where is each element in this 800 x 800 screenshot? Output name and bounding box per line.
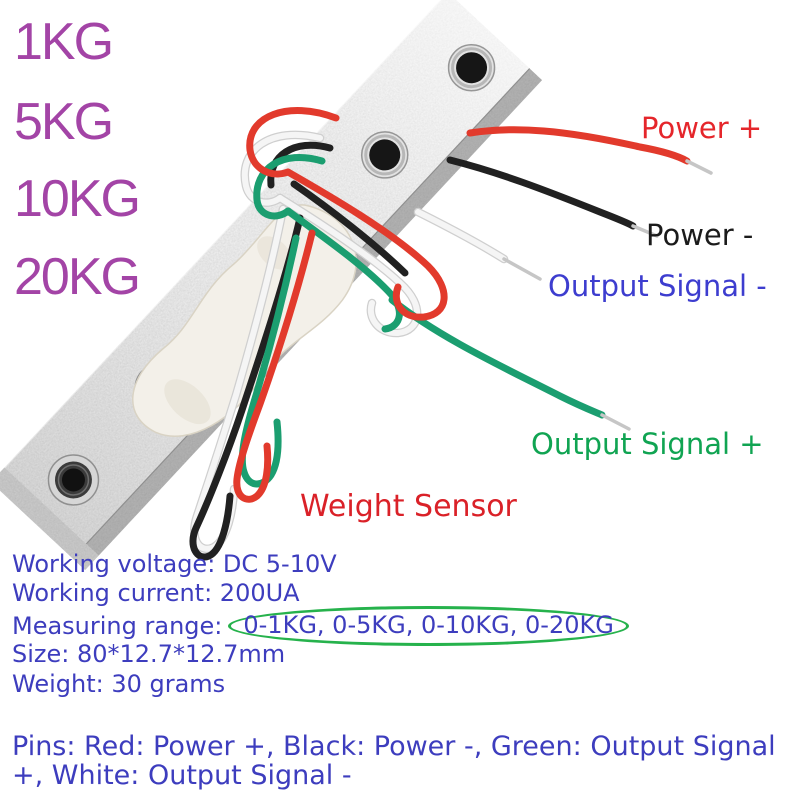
black-wire xyxy=(189,141,637,561)
bar-end-face xyxy=(0,467,99,571)
wire-label-output-signal-plus: Output Signal + xyxy=(531,427,764,461)
spec-measuring-range-highlight: 0-1KG, 0-5KG, 0-10KG, 0-20KG xyxy=(228,606,629,646)
pins-description: Pins: Red: Power +, Black: Power -, Gree… xyxy=(12,732,776,790)
spec-measuring-range: Measuring range: 0-1KG, 0-5KG, 0-10KG, 0… xyxy=(12,606,629,646)
black-wire-wrap xyxy=(290,180,409,277)
spec-working-voltage: Working voltage: DC 5-10V xyxy=(12,550,337,578)
mounting-hole-4 xyxy=(47,454,100,506)
spec-working-current: Working current: 200UA xyxy=(12,579,300,607)
spec-measuring-range-label: Measuring range: xyxy=(12,611,223,640)
epoxy-blob xyxy=(132,204,357,438)
black-wire-to-right xyxy=(446,156,637,230)
green-wire-tip xyxy=(600,413,631,431)
product-title: Weight Sensor xyxy=(300,489,517,524)
red-wire-wrap xyxy=(284,168,448,321)
red-wire-loop xyxy=(246,107,340,178)
capacity-label-10kg: 10KG xyxy=(14,170,141,228)
green-wire-to-right xyxy=(388,296,606,419)
white-wire-wrap xyxy=(277,195,420,336)
green-wire-loop xyxy=(253,154,326,220)
red-wire xyxy=(233,107,691,503)
white-wire-tip xyxy=(502,257,542,281)
wire-label-power-minus: Power - xyxy=(646,218,754,252)
wire-label-power-plus: Power + xyxy=(641,111,763,145)
red-wire-to-right xyxy=(466,126,691,165)
white-wire-loop xyxy=(241,131,323,206)
capacity-label-5kg: 5KG xyxy=(14,93,114,151)
pins-description-line2: +, White: Output Signal - xyxy=(12,760,352,791)
bare-wire-tips xyxy=(502,159,713,431)
red-wire-dangle xyxy=(233,229,316,503)
spec-weight: Weight: 30 grams xyxy=(12,670,226,698)
pins-description-line1: Pins: Red: Power +, Black: Power -, Gree… xyxy=(12,731,776,762)
spec-measuring-range-value: 0-1KG, 0-5KG, 0-10KG, 0-20KG xyxy=(243,611,614,639)
capacity-label-20kg: 20KG xyxy=(14,248,141,306)
wire-label-output-signal-minus: Output Signal - xyxy=(548,269,767,303)
red-wire-tip xyxy=(685,159,713,175)
green-wire-wrap xyxy=(284,207,403,333)
mounting-hole-1 xyxy=(447,43,496,92)
mounting-hole-2 xyxy=(360,131,409,179)
spec-size: Size: 80*12.7*12.7mm xyxy=(12,640,286,668)
white-wire-to-right xyxy=(415,209,507,262)
black-wire-dangle xyxy=(189,214,304,561)
black-wire-tip xyxy=(631,224,659,238)
capacity-label-1kg: 1KG xyxy=(14,13,114,71)
